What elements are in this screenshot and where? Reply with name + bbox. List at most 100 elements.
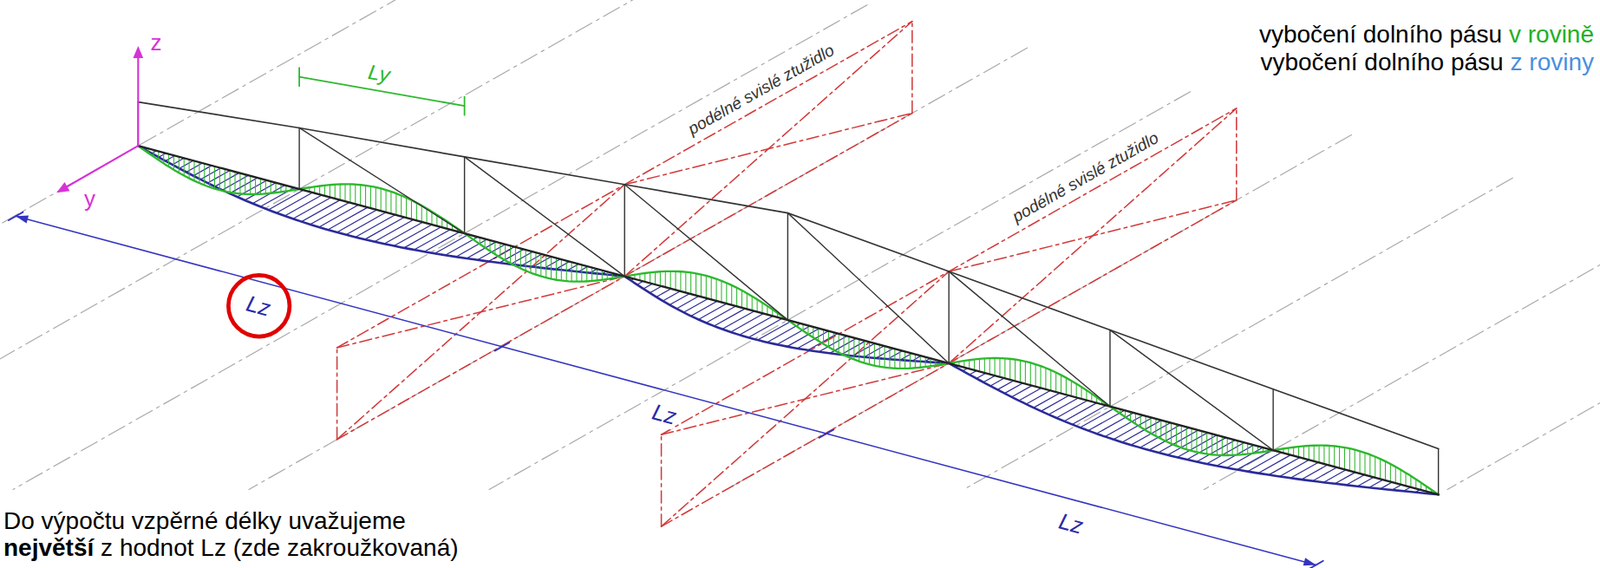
buckling-hatch-out-of-plane bbox=[643, 283, 653, 289]
buckling-hatch-in-plane bbox=[1004, 358, 1006, 379]
buckling-hatch-in-plane bbox=[1313, 445, 1315, 462]
top-chord bbox=[137, 102, 1438, 450]
note-text: největší bbox=[3, 535, 94, 562]
buckling-hatch-in-plane bbox=[654, 272, 656, 285]
bracing-line bbox=[337, 184, 626, 440]
buckling-hatch-out-of-plane bbox=[990, 378, 1005, 386]
buckling-hatch-in-plane bbox=[275, 182, 277, 193]
lz-dimension-tick bbox=[8, 212, 23, 221]
buckling-hatch-out-of-plane bbox=[179, 160, 194, 169]
buckling-hatch-in-plane bbox=[879, 344, 881, 366]
buckling-hatch-out-of-plane bbox=[777, 326, 810, 345]
grid-guide-line bbox=[248, 47, 1028, 490]
truss-vertical bbox=[298, 127, 300, 190]
buckling-hatch-out-of-plane bbox=[229, 177, 258, 194]
buckling-hatch-in-plane bbox=[1039, 365, 1041, 388]
buckling-hatch-out-of-plane bbox=[424, 232, 459, 253]
buckling-hatch-in-plane bbox=[1076, 384, 1078, 399]
buckling-hatch-in-plane bbox=[670, 271, 672, 289]
buckling-hatch-in-plane bbox=[1035, 364, 1037, 387]
bracing-line bbox=[337, 21, 913, 348]
buckling-hatch-in-plane bbox=[925, 357, 927, 367]
buckling-hatch-in-plane bbox=[1247, 443, 1248, 454]
buckling-hatch-in-plane bbox=[968, 359, 970, 369]
buckling-hatch-in-plane bbox=[1308, 445, 1310, 460]
y-axis-arrow bbox=[56, 182, 70, 193]
buckling-hatch-in-plane bbox=[400, 195, 402, 216]
buckling-hatch-in-plane bbox=[853, 338, 855, 360]
buckling-hatch-in-plane bbox=[679, 271, 681, 292]
buckling-hatch-in-plane bbox=[1071, 380, 1072, 397]
buckling-hatch-in-plane bbox=[1085, 390, 1087, 400]
grid-guide-line bbox=[1203, 222, 1600, 490]
buckling-hatch-in-plane bbox=[705, 275, 707, 299]
buckling-hatch-in-plane bbox=[1384, 461, 1386, 481]
buckling-hatch-in-plane bbox=[411, 200, 412, 220]
axis-label: z bbox=[150, 30, 163, 56]
buckling-hatch-out-of-plane bbox=[983, 375, 995, 383]
buckling-hatch-in-plane bbox=[168, 154, 170, 168]
grid-guide-line bbox=[1447, 266, 1600, 490]
buckling-hatch-in-plane bbox=[1379, 458, 1381, 479]
buckling-hatch-in-plane bbox=[884, 346, 886, 368]
buckling-hatch-in-plane bbox=[894, 348, 895, 368]
buckling-hatch-in-plane bbox=[1364, 452, 1365, 475]
buckling-hatch-in-plane bbox=[265, 180, 267, 195]
buckling-hatch-in-plane bbox=[214, 166, 216, 190]
ly-dimension-tick bbox=[298, 67, 301, 86]
buckling-hatch-in-plane bbox=[319, 186, 320, 196]
buckling-hatch-out-of-plane bbox=[739, 315, 774, 335]
buckling-hatch-in-plane bbox=[1390, 463, 1392, 482]
buckling-hatch-in-plane bbox=[1191, 428, 1193, 451]
buckling-hatch-out-of-plane bbox=[1280, 459, 1310, 477]
buckling-hatch-in-plane bbox=[596, 268, 598, 281]
buckling-hatch-in-plane bbox=[1186, 426, 1188, 450]
buckling-hatch-in-plane bbox=[509, 245, 511, 263]
buckling-hatch-in-plane bbox=[751, 296, 753, 311]
buckling-hatch-out-of-plane bbox=[705, 306, 736, 323]
buckling-hatch-in-plane bbox=[1195, 430, 1197, 453]
buckling-hatch-in-plane bbox=[848, 336, 849, 358]
buckling-hatch-in-plane bbox=[354, 184, 356, 205]
lz-dimension-arrow bbox=[1303, 557, 1317, 566]
buckling-hatch-out-of-plane bbox=[757, 320, 792, 340]
buckling-hatch-in-plane bbox=[416, 202, 418, 221]
buckling-hatch-in-plane bbox=[515, 247, 516, 267]
buckling-hatch-in-plane bbox=[1354, 450, 1356, 473]
buckling-hatch-in-plane bbox=[920, 355, 921, 368]
buckling-hatch-in-plane bbox=[1206, 432, 1208, 455]
buckling-hatch-in-plane bbox=[1135, 413, 1137, 425]
buckling-hatch-out-of-plane bbox=[1323, 470, 1346, 483]
buckling-hatch-in-plane bbox=[203, 163, 205, 186]
buckling-hatch-in-plane bbox=[566, 261, 568, 282]
bracing-line bbox=[661, 200, 1237, 527]
buckling-hatch-out-of-plane bbox=[722, 311, 755, 330]
bracing-line bbox=[911, 21, 914, 114]
buckling-hatch-in-plane bbox=[260, 178, 262, 195]
buckling-hatch-in-plane bbox=[545, 254, 547, 278]
buckling-hatch-in-plane bbox=[644, 273, 646, 282]
buckling-hatch-in-plane bbox=[1410, 476, 1411, 488]
buckling-hatch-in-plane bbox=[1030, 362, 1032, 386]
truss-vertical bbox=[787, 213, 789, 320]
buckling-hatch-in-plane bbox=[426, 208, 428, 223]
buckling-hatch-in-plane bbox=[1060, 375, 1062, 394]
buckling-hatch-in-plane bbox=[736, 287, 738, 307]
buckling-hatch-in-plane bbox=[183, 157, 185, 176]
buckling-hatch-in-plane bbox=[1065, 378, 1067, 396]
buckling-hatch-in-plane bbox=[1145, 416, 1147, 431]
buckling-hatch-in-plane bbox=[173, 155, 175, 170]
buckling-hatch-in-plane bbox=[914, 354, 916, 369]
buckling-hatch-in-plane bbox=[1359, 450, 1361, 474]
buckling-hatch-out-of-plane bbox=[1258, 455, 1291, 474]
buckling-hatch-in-plane bbox=[1181, 425, 1183, 448]
buckling-hatch-in-plane bbox=[700, 274, 702, 298]
buckling-hatch-in-plane bbox=[370, 186, 372, 209]
buckling-hatch-in-plane bbox=[208, 164, 210, 187]
buckling-hatch-in-plane bbox=[690, 272, 692, 294]
buckling-hatch-out-of-plane bbox=[698, 303, 726, 320]
buckling-hatch-in-plane bbox=[1319, 445, 1320, 464]
buckling-hatch-in-plane bbox=[757, 299, 758, 312]
buckling-hatch-out-of-plane bbox=[1358, 476, 1375, 486]
axis-label: y bbox=[84, 186, 96, 212]
